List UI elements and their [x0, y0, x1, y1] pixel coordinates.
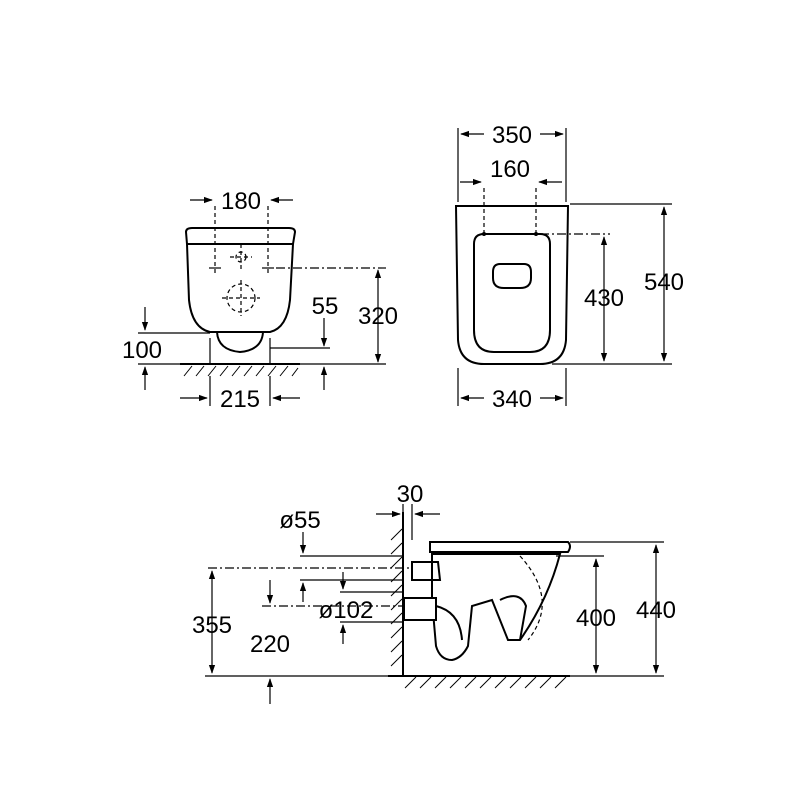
- side-bowl-outline: [403, 541, 571, 662]
- dim-top-fixing-to-front: 430: [584, 285, 624, 312]
- dim-front-fixing-spacing: 180: [221, 188, 261, 215]
- dim-side-inlet-diameter: ø55: [279, 507, 320, 534]
- dim-top-bowl-width: 340: [492, 386, 532, 413]
- front-view: 180 55 320 100 215: [122, 188, 398, 413]
- dim-front-outlet-offset: 215: [220, 386, 260, 413]
- dim-side-wall-offset: 30: [397, 481, 424, 508]
- floor-hatch-front: [180, 363, 300, 377]
- dim-side-inlet-height: 355: [192, 612, 232, 639]
- dim-top-overall-length: 540: [644, 269, 684, 296]
- dim-top-overall-width: 350: [492, 122, 532, 149]
- dim-front-outlet-height: 100: [122, 337, 162, 364]
- dim-side-rim-height: 400: [576, 605, 616, 632]
- dim-front-pipe-height: 55: [312, 293, 339, 320]
- side-view: 30 ø55 ø102 355 220 400 440: [192, 481, 676, 704]
- dim-side-outlet-height: 220: [250, 631, 290, 658]
- top-view: 350 160 340 430 540: [454, 122, 684, 413]
- dim-front-fixing-height: 320: [358, 303, 398, 330]
- dim-side-outlet-diameter: ø102: [319, 597, 374, 624]
- dim-side-seat-height: 440: [636, 597, 676, 624]
- dim-top-fixing-spacing: 160: [490, 156, 530, 183]
- top-bowl-outline: [454, 188, 610, 365]
- fixing-marks: [209, 206, 386, 349]
- front-bowl-outline: [184, 227, 297, 364]
